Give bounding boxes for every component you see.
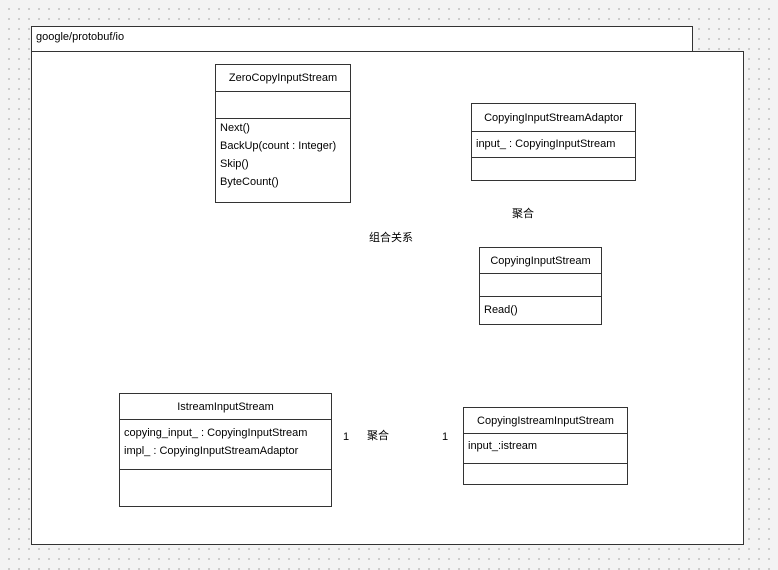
attribute: copying_input_ : CopyingInputStream bbox=[124, 427, 308, 439]
attributes-section bbox=[480, 274, 601, 297]
composition-label: 组合关系 bbox=[369, 232, 413, 244]
operation: Read() bbox=[484, 304, 518, 316]
attribute: input_:istream bbox=[468, 440, 538, 452]
operations-section: Read() bbox=[480, 297, 601, 324]
aggregation-label-adaptor: 聚合 bbox=[512, 208, 534, 220]
attribute: input_ : CopyingInputStream bbox=[476, 138, 616, 150]
attribute: impl_ : CopyingInputStreamAdaptor bbox=[124, 445, 299, 457]
attributes-section: copying_input_ : CopyingInputStream impl… bbox=[120, 420, 331, 470]
class-name: ZeroCopyInputStream bbox=[216, 65, 350, 92]
attributes-section: input_:istream bbox=[464, 434, 627, 464]
class-name: CopyingIstreamInputStream bbox=[464, 408, 627, 434]
operation: Skip() bbox=[220, 158, 249, 170]
class-copying-input-stream-adaptor[interactable]: CopyingInputStreamAdaptor input_ : Copyi… bbox=[471, 103, 636, 181]
attributes-section bbox=[216, 92, 350, 119]
multiplicity-source: 1 bbox=[343, 431, 350, 443]
class-copying-istream-input-stream[interactable]: CopyingIstreamInputStream input_:istream bbox=[463, 407, 628, 485]
class-name: IstreamInputStream bbox=[120, 394, 331, 420]
package-tab[interactable]: google/protobuf/io bbox=[31, 26, 693, 52]
class-zero-copy-input-stream[interactable]: ZeroCopyInputStream Next() BackUp(count … bbox=[215, 64, 351, 203]
aggregation-label-istream: 聚合 bbox=[367, 430, 389, 442]
class-copying-input-stream[interactable]: CopyingInputStream Read() bbox=[479, 247, 602, 325]
operations-section bbox=[464, 464, 627, 484]
class-name: CopyingInputStreamAdaptor bbox=[472, 104, 635, 132]
operations-section: Next() BackUp(count : Integer) Skip() By… bbox=[216, 119, 350, 202]
operation: BackUp(count : Integer) bbox=[220, 140, 337, 152]
class-istream-input-stream[interactable]: IstreamInputStream copying_input_ : Copy… bbox=[119, 393, 332, 507]
attributes-section: input_ : CopyingInputStream bbox=[472, 132, 635, 158]
operations-section bbox=[472, 158, 635, 180]
operation: Next() bbox=[220, 122, 250, 134]
operation: ByteCount() bbox=[220, 176, 279, 188]
class-name: CopyingInputStream bbox=[480, 248, 601, 274]
operations-section bbox=[120, 470, 331, 506]
multiplicity-target: 1 bbox=[442, 431, 449, 443]
package-name: google/protobuf/io bbox=[36, 31, 125, 43]
